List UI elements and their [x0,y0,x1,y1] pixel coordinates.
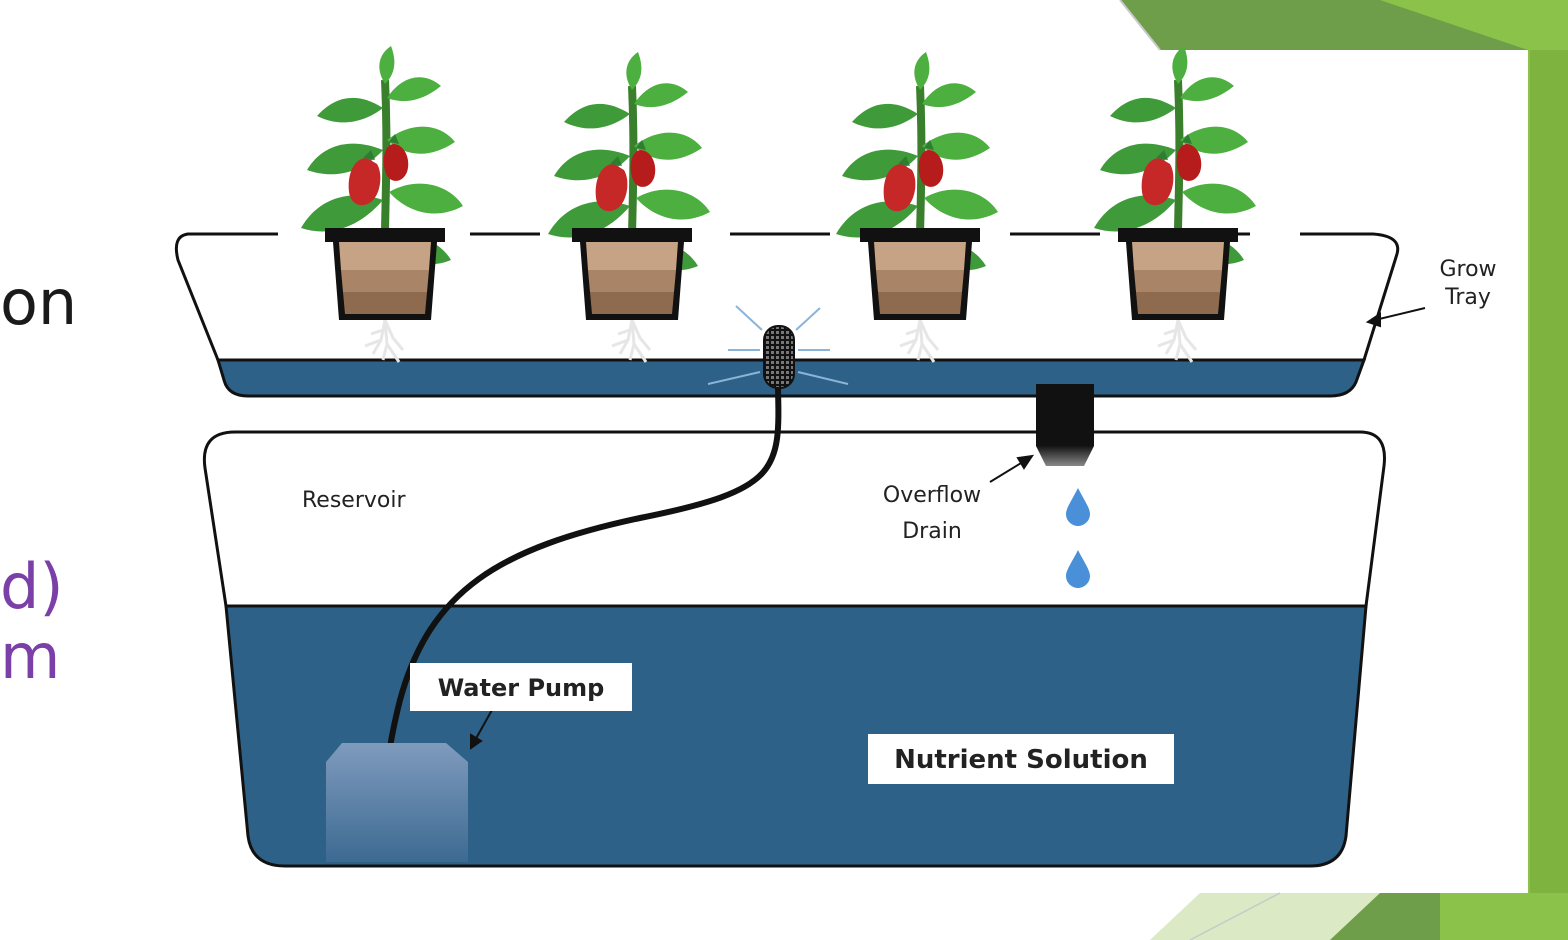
grow-tray-label-line2: Tray [1444,285,1491,310]
reservoir-label: Reservoir [302,488,406,513]
water-pump-label-box [410,663,632,711]
overflow-drain-label-line2: Drain [902,519,962,544]
nutrient-solution-label-box [868,734,1174,784]
grow-tray-label-line1: Grow [1439,257,1496,282]
spray-head [707,305,849,389]
water-pump-label: Water Pump [438,674,605,702]
nutrient-solution-label: Nutrient Solution [894,745,1148,775]
overflow-drain-label-line1: Overflow [883,483,981,508]
slide-text-fragment-3: m [0,620,61,693]
leader-arrows [470,307,1426,750]
water-pump [326,743,468,862]
slide-text-fragment-2: d) [0,550,64,623]
slide-decoration [1119,0,1568,940]
overflow-drain [1036,384,1094,588]
slide-text-fragment-1: on [0,266,78,339]
pump-hose [385,387,782,771]
